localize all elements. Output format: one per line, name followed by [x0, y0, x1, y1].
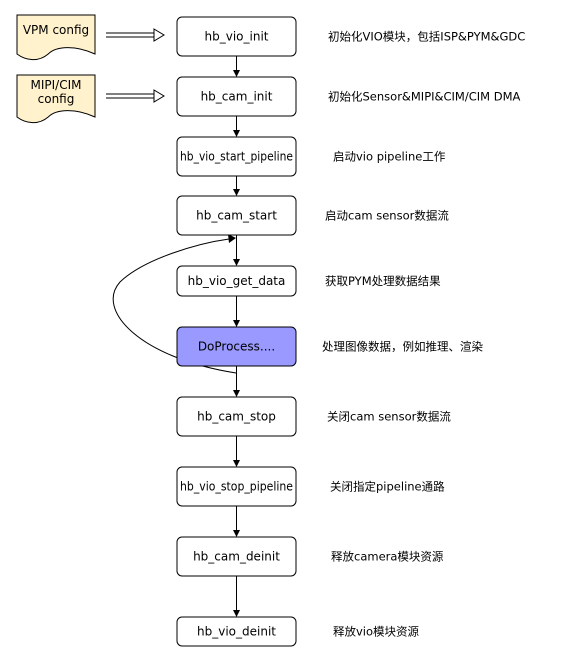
flow-arrow-3-arrowhead	[233, 259, 240, 266]
step-label: hb_cam_deinit	[193, 550, 280, 564]
flow-arrow-2-arrowhead	[233, 189, 240, 196]
step-description: 释放camera模块资源	[331, 550, 444, 564]
step-hb-vio-deinit[interactable]: hb_vio_deinit	[176, 616, 297, 647]
input-arrowhead	[153, 89, 165, 103]
step-box[interactable]	[176, 536, 297, 577]
step-hb-vio-start-pipeline[interactable]: hb_vio_start_pipeline	[176, 136, 297, 177]
document-label: VPM config	[23, 23, 89, 37]
document-label: MIPI/CIM	[31, 78, 82, 92]
step-label: hb_cam_init	[201, 90, 273, 104]
step-box[interactable]	[176, 195, 297, 236]
loop-back-arrow	[112, 234, 237, 374]
step-label: hb_vio_get_data	[188, 274, 286, 288]
step-description: 初始化VIO模块，包括ISP&PYM&GDC	[328, 30, 525, 44]
step-description: 启动cam sensor数据流	[325, 209, 449, 223]
step-label: hb_vio_init	[205, 30, 269, 44]
step-box[interactable]	[176, 466, 297, 507]
step-box[interactable]	[176, 16, 297, 57]
step-hb-cam-init[interactable]: hb_cam_init	[176, 76, 297, 117]
step-hb-cam-start[interactable]: hb_cam_start	[176, 195, 297, 236]
step-hb-vio-init[interactable]: hb_vio_init	[176, 16, 297, 57]
flow-arrow-1-arrowhead	[233, 130, 240, 137]
step-hb-vio-get-data[interactable]: hb_vio_get_data	[176, 265, 297, 297]
step-box[interactable]	[176, 76, 297, 117]
step-label: hb_vio_start_pipeline	[180, 150, 293, 164]
step-label: hb_cam_start	[196, 209, 277, 223]
step-label: DoProcess....	[198, 340, 275, 354]
step-description: 启动vio pipeline工作	[333, 150, 446, 164]
input-doc-vpm-config: VPM config	[16, 14, 165, 61]
step-doprocess[interactable]: DoProcess....	[176, 326, 297, 367]
document-shape	[16, 74, 96, 124]
step-box[interactable]	[176, 396, 297, 437]
flow-arrow-7-arrowhead	[233, 530, 240, 537]
flow-arrow-0-arrowhead	[233, 70, 240, 77]
step-description: 处理图像数据，例如推理、渲染	[322, 340, 483, 354]
step-hb-cam-deinit[interactable]: hb_cam_deinit	[176, 536, 297, 577]
flow-arrow-6-arrowhead	[233, 460, 240, 467]
flow-arrow-4-arrowhead	[233, 320, 240, 327]
step-label: hb_vio_stop_pipeline	[180, 480, 293, 494]
input-arrowhead	[153, 28, 165, 42]
loop-curve	[112, 238, 237, 374]
step-description: 关闭指定pipeline通路	[330, 480, 445, 494]
document-shape	[16, 14, 96, 61]
step-box[interactable]	[176, 326, 297, 367]
step-description: 初始化Sensor&MIPI&CIM/CIM DMA	[328, 90, 520, 104]
step-description: 释放vio模块资源	[333, 625, 420, 639]
flow-arrow-8-arrowhead	[233, 610, 240, 617]
document-label: config	[38, 92, 75, 106]
step-hb-vio-stop-pipeline[interactable]: hb_vio_stop_pipeline	[176, 466, 297, 507]
step-label: hb_vio_deinit	[197, 625, 276, 639]
process-steps: hb_vio_init hb_cam_init hb_vio_start_pipel…	[176, 16, 297, 647]
step-box[interactable]	[176, 136, 297, 177]
connectors	[233, 56, 240, 617]
step-description: 获取PYM处理数据结果	[325, 274, 441, 288]
step-descriptions: 初始化VIO模块，包括ISP&PYM&GDC 初始化Sensor&MIPI&CIM…	[322, 30, 525, 639]
flow-arrow-5-arrowhead	[233, 390, 240, 397]
step-hb-cam-stop[interactable]: hb_cam_stop	[176, 396, 297, 437]
step-description: 关闭cam sensor数据流	[327, 410, 451, 424]
step-label: hb_cam_stop	[197, 410, 276, 424]
loop-arrowhead	[228, 234, 236, 243]
step-box[interactable]	[176, 616, 297, 647]
step-box[interactable]	[176, 265, 297, 297]
